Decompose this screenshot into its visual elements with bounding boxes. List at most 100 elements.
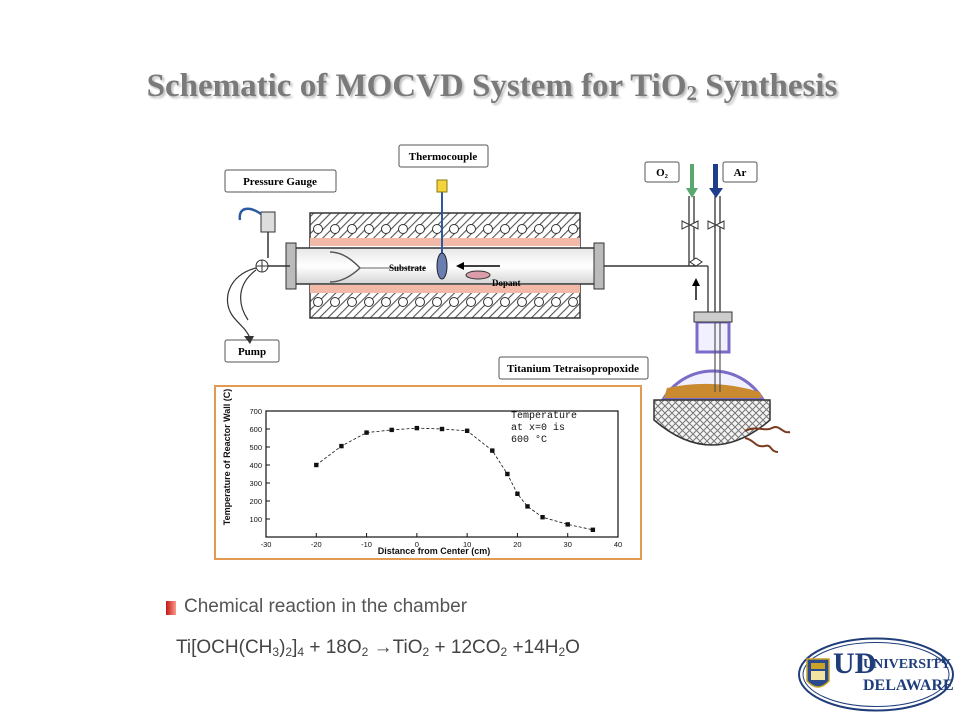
heater-coils-top: [313, 224, 578, 234]
heater-coil: [432, 297, 442, 307]
heater-coil: [313, 224, 323, 234]
svg-text:Pump: Pump: [238, 346, 266, 358]
plot-area: [265, 410, 619, 538]
heater-coil: [415, 224, 425, 234]
heater-coil: [466, 224, 476, 234]
data-point: [314, 462, 319, 468]
heater-coil: [415, 297, 425, 307]
pressure-gauge: [238, 207, 290, 273]
substrate-holder: [436, 252, 448, 280]
heater-coil: [483, 224, 493, 234]
label-pump: Pump: [224, 339, 280, 363]
heater-coil: [398, 297, 408, 307]
chemical-equation: Ti[OCH(CH3)2]4 + 18O2 →TiO2 + 12CO2 +14H…: [176, 637, 580, 659]
data-point: [590, 527, 596, 532]
series-line: [316, 427, 593, 531]
x-tick-label: 0: [415, 540, 419, 549]
label-o2: O₂: [644, 161, 680, 183]
data-point: [515, 491, 520, 496]
dopant-boat: [465, 270, 491, 280]
y-tick-label: 600: [249, 425, 262, 434]
label-ar: Ar: [722, 161, 758, 183]
heater-coil: [483, 297, 493, 307]
svg-text:Titanium Tetraisopropoxide: Titanium Tetraisopropoxide: [507, 363, 639, 375]
heater-coil: [313, 297, 323, 307]
heater-coil: [551, 224, 561, 234]
heater-coil: [534, 224, 544, 234]
y-tick-label: 500: [249, 443, 262, 452]
heater-coil: [330, 297, 340, 307]
o2-arrow: [686, 164, 698, 198]
heater-coil: [398, 224, 408, 234]
label-pressure-gauge: Pressure Gauge: [224, 169, 337, 193]
svg-text:O₂: O₂: [656, 167, 669, 179]
svg-text:Pressure Gauge: Pressure Gauge: [243, 176, 317, 188]
mocvd-schematic: Thermocouple Pressure Gauge O₂ Ar Pump T…: [224, 144, 791, 453]
label-thermocouple: Thermocouple: [398, 144, 489, 168]
svg-text:UNIVERSITY: UNIVERSITY: [863, 657, 951, 672]
svg-text:Thermocouple: Thermocouple: [409, 151, 478, 163]
university-logo: UD UNIVERSITY OF DELAWARE: [798, 637, 954, 712]
data-point: [364, 430, 369, 435]
heater-coil: [381, 224, 391, 234]
data-point: [565, 522, 570, 527]
heater-coil: [330, 224, 340, 234]
svg-text:UD: UD: [833, 647, 876, 680]
label-substrate: Substrate: [389, 263, 426, 273]
data-point: [389, 427, 394, 433]
pump-line: [226, 267, 257, 344]
heating-mantle: [653, 399, 771, 446]
heater-coil: [347, 297, 357, 307]
y-tick-label: 300: [249, 479, 262, 488]
heater-coil: [551, 297, 561, 307]
heater-coil: [500, 224, 510, 234]
annotation-line-2: at x=0 is: [511, 422, 565, 434]
annotation-line-3: 600 °C: [511, 434, 547, 446]
y-tick-label: 700: [249, 407, 262, 416]
ar-arrow: [709, 164, 723, 198]
slide-title: Schematic of MOCVD System for TiO2 Synth…: [146, 68, 838, 105]
heater-coil: [432, 224, 442, 234]
heater-coil: [347, 224, 357, 234]
y-axis-label: Temperature of Reactor Wall (C): [222, 389, 232, 526]
heater-coil: [364, 297, 374, 307]
data-point: [339, 443, 344, 449]
x-axis-label: Distance from Center (cm): [378, 546, 491, 556]
x-tick-label: 10: [463, 540, 471, 549]
x-tick-label: 40: [614, 540, 622, 549]
heater-coil: [449, 297, 459, 307]
data-point: [490, 448, 495, 453]
label-precursor: Titanium Tetraisopropoxide: [498, 356, 649, 380]
heater-coil: [381, 297, 391, 307]
heater-coil: [568, 224, 578, 234]
svg-text:DELAWARE: DELAWARE: [863, 677, 954, 694]
heater-coil: [517, 297, 527, 307]
x-tick-label: -30: [261, 540, 272, 549]
precursor-bubbler: [653, 311, 791, 453]
shield-icon: [806, 658, 830, 688]
heater-top: [310, 238, 580, 246]
data-point: [464, 428, 470, 433]
x-tick-label: 20: [513, 540, 521, 549]
thermocouple: [436, 179, 448, 280]
heater-coil: [517, 224, 527, 234]
data-point: [525, 504, 530, 509]
heater-coil: [364, 224, 374, 234]
x-tick-label: -10: [361, 540, 372, 549]
heater-coil: [466, 297, 476, 307]
heater-coil: [500, 297, 510, 307]
svg-text:Ar: Ar: [734, 167, 747, 179]
heater-coils-bottom: [313, 297, 578, 307]
bullet-text: Chemical reaction in the chamber: [184, 596, 468, 617]
heater-coil: [568, 297, 578, 307]
heater-coil: [449, 224, 459, 234]
heater-bottom: [310, 285, 580, 293]
y-tick-label: 200: [249, 497, 262, 506]
bullet-marker: [166, 601, 176, 615]
y-tick-label: 400: [249, 461, 262, 470]
data-point: [540, 515, 545, 520]
heater-coil: [534, 297, 544, 307]
gas-inlet-lines: [604, 196, 725, 320]
svg-text:OF: OF: [935, 656, 946, 665]
